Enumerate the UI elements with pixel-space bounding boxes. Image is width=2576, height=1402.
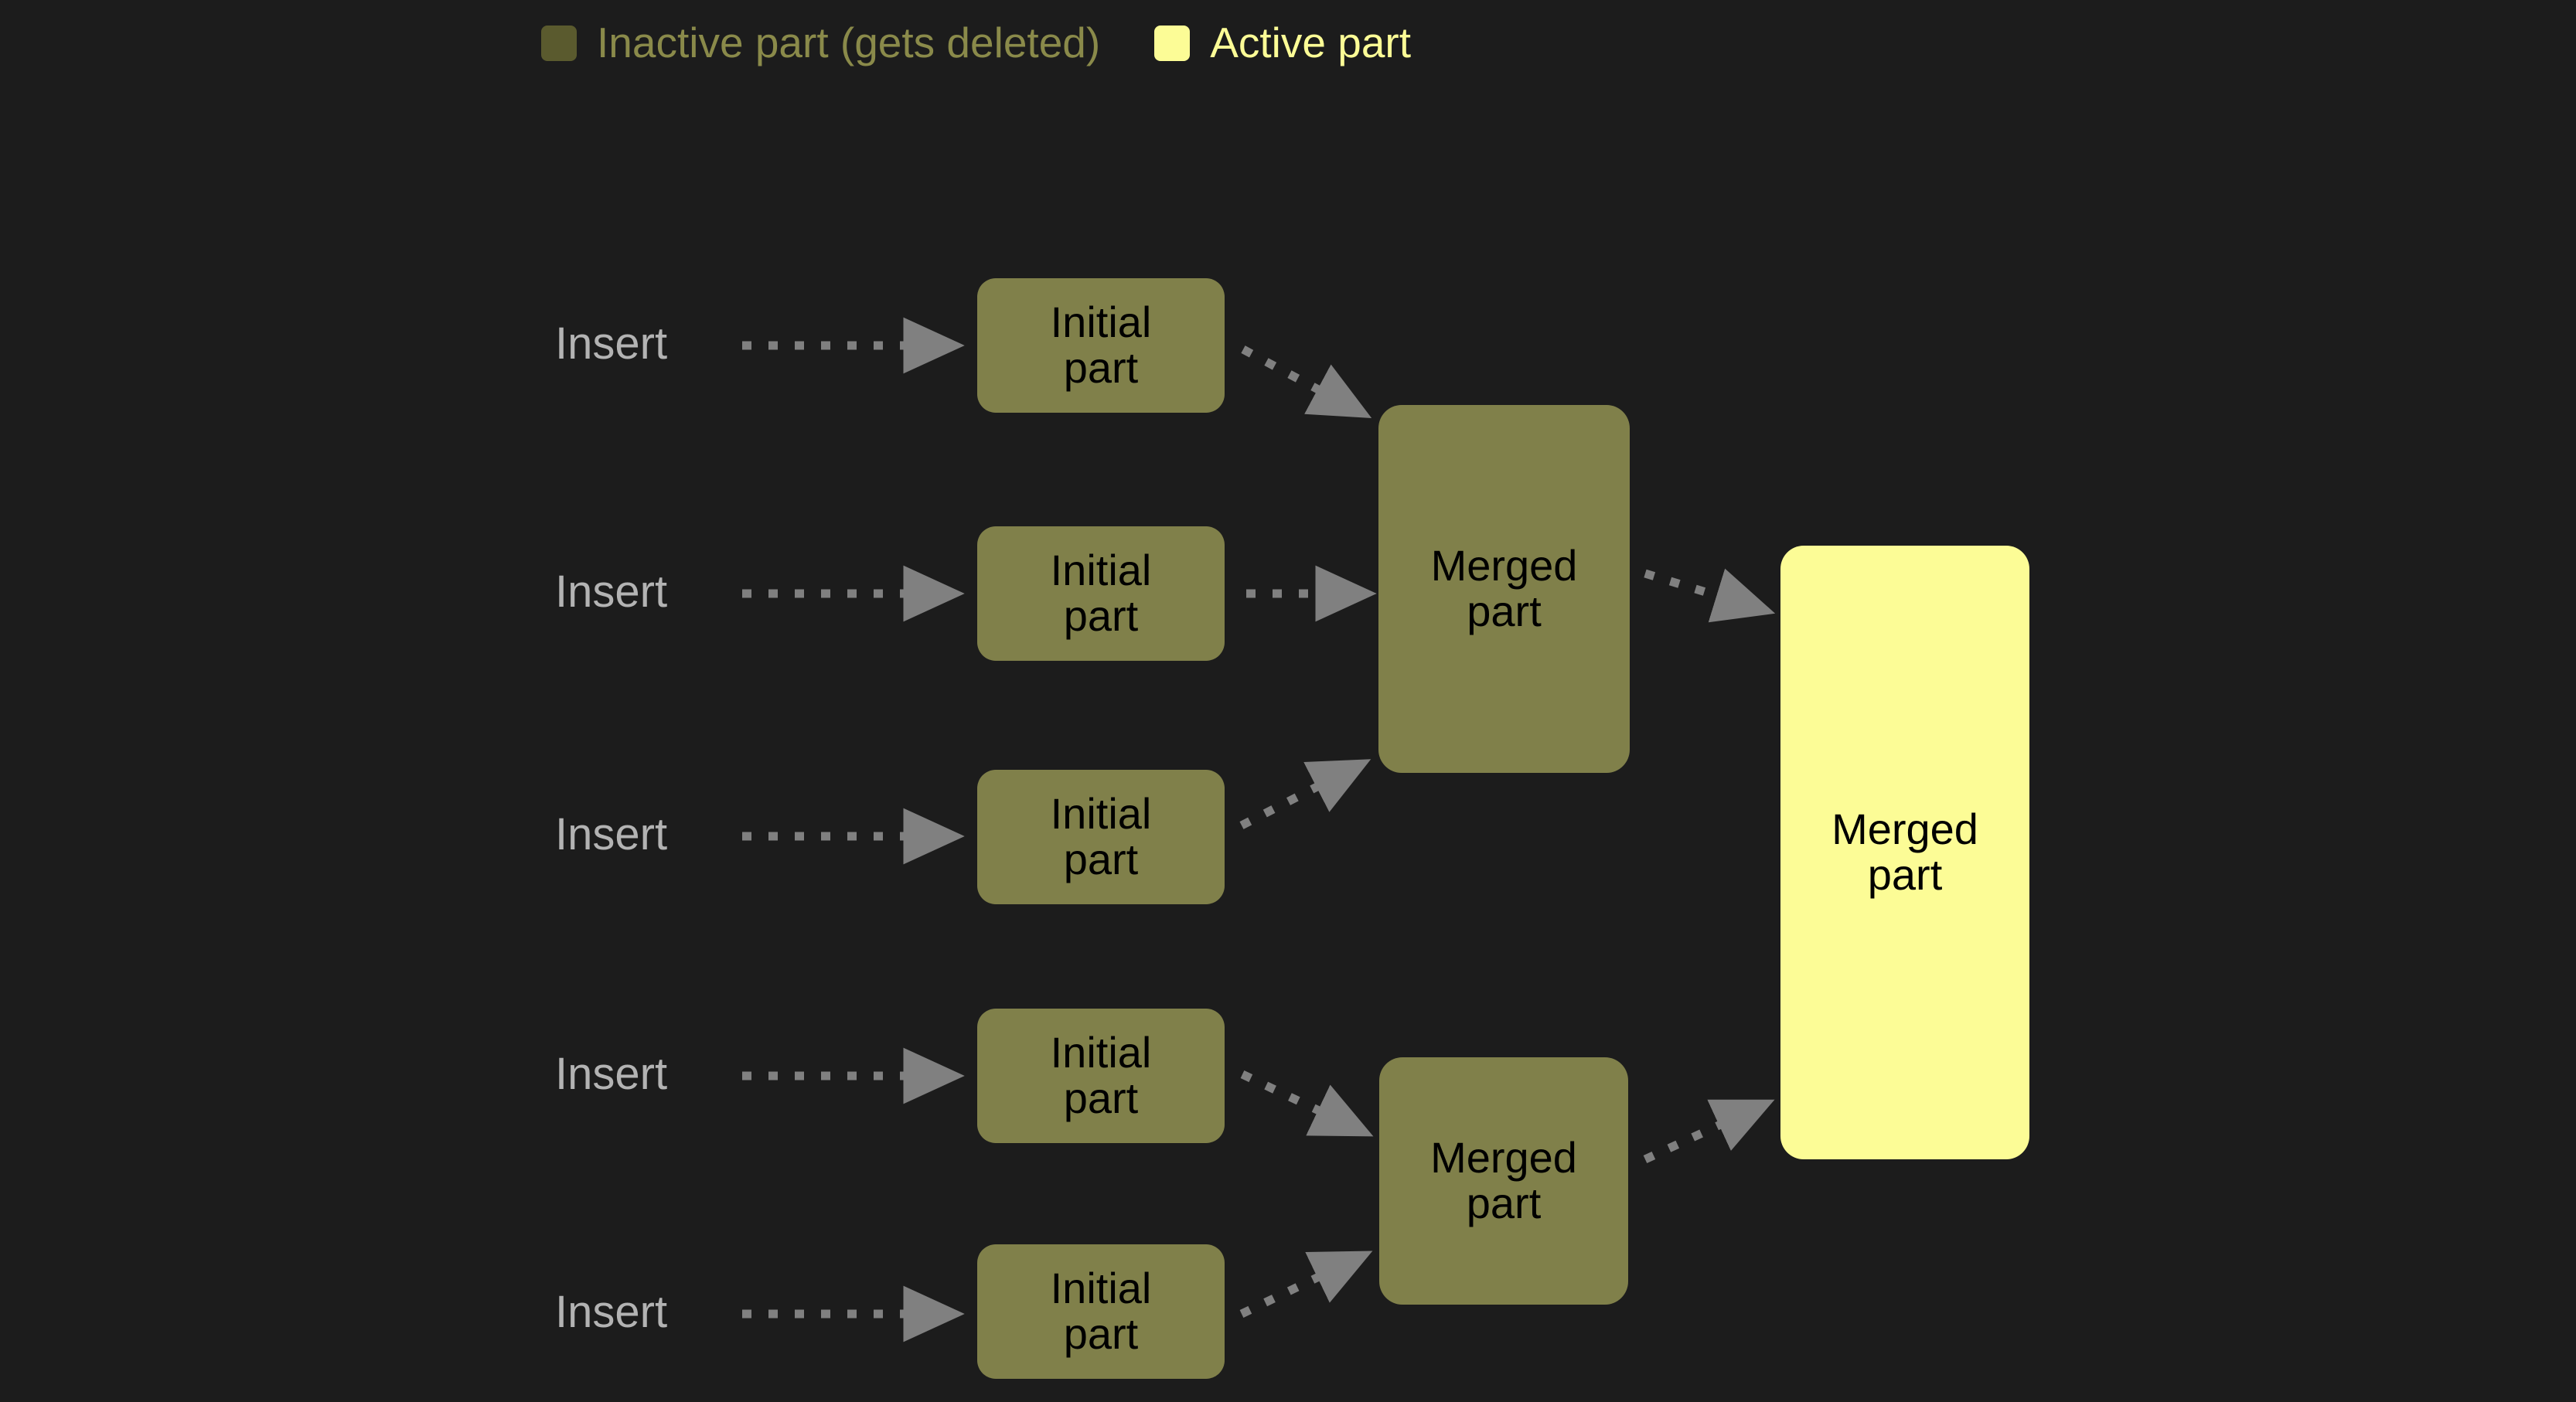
arrow-merged-top-to-active — [1644, 568, 1776, 623]
inactive-swatch-icon — [541, 25, 577, 61]
legend-item-active: Active part — [1154, 22, 1411, 64]
arrow-initial-4-to-merged-bottom — [1240, 1070, 1374, 1137]
arrow-initial-5-to-merged-bottom — [1239, 1251, 1373, 1318]
insert-label-2: Insert — [555, 567, 668, 617]
legend-label-inactive: Inactive part (gets deleted) — [597, 19, 1101, 66]
active-swatch-icon — [1154, 25, 1191, 61]
insert-label-1: Insert — [555, 318, 668, 369]
arrow-initial-3-to-merged-top — [1239, 759, 1371, 829]
insert-label-4: Insert — [555, 1049, 668, 1099]
arrow-initial-1-to-merged-top — [1241, 345, 1372, 418]
insert-label-5: Insert — [555, 1287, 668, 1337]
arrow-merged-bottom-to-active — [1643, 1099, 1775, 1163]
legend: Inactive part (gets deleted) Active part — [541, 22, 1411, 64]
legend-label-active: Active part — [1210, 19, 1412, 66]
legend-item-inactive: Inactive part (gets deleted) — [541, 22, 1100, 64]
insert-label-3: Insert — [555, 809, 668, 859]
